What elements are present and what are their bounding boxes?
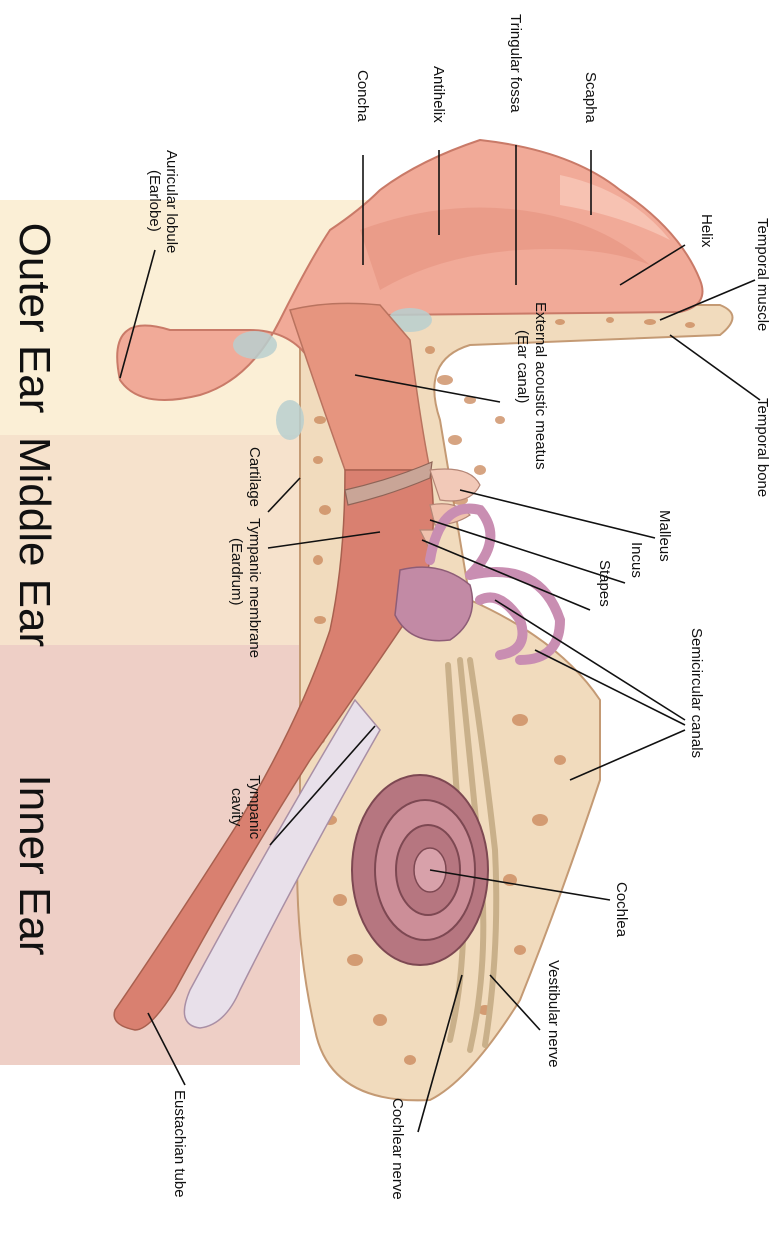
label-helix: Helix [698, 214, 715, 248]
label-scapha: Scapha [582, 72, 599, 124]
label-eustachian-tube: Eustachian tube [171, 1090, 188, 1198]
vestibule [395, 567, 473, 641]
label-malleus: Malleus [656, 510, 673, 562]
middle-ear-title: Middle Ear [10, 437, 59, 647]
label-cochlea: Cochlea [613, 882, 630, 938]
label-ear-canal: (Ear canal) [514, 330, 531, 403]
cochlea-shape [352, 775, 488, 965]
label-tympanic-membrane: Tympanic membrane [246, 518, 263, 658]
label-concha: Concha [354, 70, 371, 122]
inner-ear-title: Inner Ear [10, 775, 59, 956]
label-cartilage: Cartilage [246, 447, 263, 507]
label-auricular-lobule: Auricular lobule [163, 150, 180, 253]
label-tympanic: Tympanic [246, 775, 263, 840]
label-antihelix: Antihelix [430, 66, 447, 123]
label-temporal-muscle: Temporal muscle [754, 218, 771, 331]
leader-temporal-bone [670, 335, 760, 400]
label-cochlear-nerve: Cochlear nerve [389, 1098, 406, 1200]
label-eardrum: (Eardrum) [228, 538, 245, 606]
label-incus: Incus [628, 542, 645, 578]
label-stapes: Stapes [596, 560, 613, 607]
label-cavity: cavity [228, 788, 245, 827]
label-earlobe: (Earlobe) [146, 170, 163, 232]
label-semicircular-canals: Semicircular canals [688, 628, 705, 758]
outer-ear-title: Outer Ear [10, 223, 59, 414]
label-vestibular-nerve: Vestibular nerve [545, 960, 562, 1068]
label-temporal-bone: Temporal bone [754, 398, 771, 497]
label-external-meatus: External acoustic meatus [532, 302, 549, 470]
label-tringular-fossa: Tringular fossa [507, 14, 524, 113]
